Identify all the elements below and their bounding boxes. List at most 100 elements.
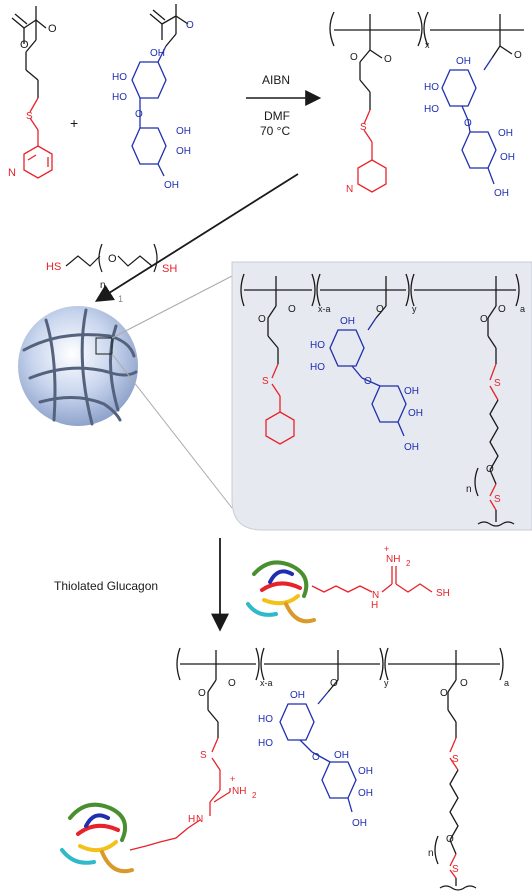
atom-o: O [288, 304, 296, 315]
hydroxyl-label: OH [358, 766, 373, 777]
tiny-label: 1 [118, 294, 123, 304]
crosslink-arrow [94, 173, 299, 302]
amidine-label: NH [386, 554, 400, 565]
atom-s: S [494, 494, 501, 505]
atom-o: O [480, 314, 488, 325]
charge-label: + [230, 774, 235, 784]
atom-o: O [446, 834, 454, 845]
thiolated-glucagon-label: Thiolated Glucagon [54, 579, 158, 593]
atom-o: O [514, 50, 522, 61]
zoom-panel: O O x-a y a O O O O n S S S HO HO OH O O… [231, 261, 532, 531]
hydroxyl-label: OH [352, 818, 367, 829]
pds-monomer: O O S N [8, 6, 57, 179]
subscript-y: y [412, 304, 417, 314]
atom-s: S [262, 376, 269, 387]
atom-o: O [20, 39, 29, 51]
thiolated-glucagon: N H NH 2 + SH [246, 544, 450, 624]
repeat-n: n [100, 280, 106, 291]
hydroxyl-label: OH [164, 180, 179, 191]
atom-o: O [330, 678, 338, 689]
hydroxyl-label: OH [176, 126, 191, 137]
amine-label: N [372, 590, 379, 601]
hydroxyl-label: OH [456, 56, 471, 67]
hydroxyl-label: HO [310, 340, 325, 351]
hydroxyl-label: HO [310, 362, 325, 373]
atom-o: O [464, 118, 472, 129]
thiol-label: SH [162, 263, 177, 275]
thiol-label: HS [46, 261, 61, 273]
thiol-label: SH [436, 588, 450, 599]
zoom-line [111, 353, 233, 509]
atom-o: O [350, 52, 358, 63]
atom-o: O [364, 376, 372, 387]
amidine-label: NH [232, 786, 246, 797]
glucagon-conjugate: O O x-a y a O O O O n S NH 2 + H N S S H… [60, 647, 509, 891]
atom-o: O [312, 752, 320, 763]
temperature-label: 70 °C [260, 124, 290, 138]
subscript-a: a [504, 678, 509, 688]
repeat-n: n [466, 484, 472, 495]
trehalose-monomer: O HO HO OH O OH OH OH [112, 4, 194, 191]
hydroxyl-label: OH [334, 750, 349, 761]
repeat-n: n [428, 848, 434, 859]
amine-label: N [196, 814, 203, 825]
atom-o: O [258, 314, 266, 325]
hydroxyl-label: OH [404, 386, 419, 397]
hydroxyl-label: OH [500, 152, 515, 163]
hydrogel-sphere: 1 [18, 294, 138, 426]
hydroxyl-label: OH [176, 146, 191, 157]
atom-o: O [486, 464, 494, 475]
atom-o: O [384, 54, 392, 65]
plus-sign: + [70, 115, 78, 131]
atom-n: N [346, 184, 353, 195]
hydroxyl-label: HO [112, 92, 127, 103]
atom-o: O [198, 688, 206, 699]
atom-o: O [376, 304, 384, 315]
atom-o: O [228, 678, 236, 689]
hydroxyl-label: OH [358, 788, 373, 799]
atom-o: O [460, 678, 468, 689]
charge-label: + [384, 544, 389, 554]
atom-s: S [26, 111, 33, 122]
atom-s: S [360, 122, 367, 133]
amidine-subscript: 2 [252, 791, 257, 800]
atom-n: N [8, 167, 16, 179]
subscript-xa: x-a [318, 304, 331, 314]
amine-label: H [188, 814, 195, 825]
hydroxyl-label: OH [494, 188, 509, 199]
atom-o: O [186, 20, 194, 31]
subscript-x: x [425, 40, 430, 50]
amine-h-label: H [371, 600, 378, 611]
hydroxyl-label: OH [150, 48, 165, 59]
atom-s: S [200, 750, 207, 761]
hydroxyl-label: OH [408, 408, 423, 419]
atom-s: S [452, 754, 459, 765]
reagent-aibn: AIBN [262, 73, 290, 87]
atom-s: S [494, 378, 501, 389]
hydroxyl-label: HO [258, 714, 273, 725]
subscript-xa: x-a [260, 678, 273, 688]
hydroxyl-label: OH [340, 316, 355, 327]
atom-o: O [135, 109, 143, 120]
subscript-y: y [384, 678, 389, 688]
hydroxyl-label: HO [258, 738, 273, 749]
hydroxyl-label: OH [404, 442, 419, 453]
copolymer-product: O O x O S N HO HO OH O OH OH OH [329, 11, 524, 199]
atom-o: O [498, 304, 506, 315]
subscript-a: a [520, 304, 525, 314]
zoom-line [111, 275, 233, 339]
peg-dithiol: HS O SH n [46, 243, 177, 291]
solvent-dmf: DMF [264, 109, 290, 123]
atom-o: O [440, 688, 448, 699]
hydroxyl-label: HO [424, 104, 439, 115]
atom-o: O [108, 253, 117, 265]
atom-s: S [452, 864, 459, 875]
hydroxyl-label: HO [424, 82, 439, 93]
hydroxyl-label: OH [290, 690, 305, 701]
amidine-subscript: 2 [406, 559, 411, 568]
polymerization-arrow: AIBN DMF 70 °C [246, 73, 322, 138]
hydroxyl-label: OH [498, 128, 513, 139]
atom-o: O [48, 23, 57, 35]
hydroxyl-label: HO [112, 72, 127, 83]
